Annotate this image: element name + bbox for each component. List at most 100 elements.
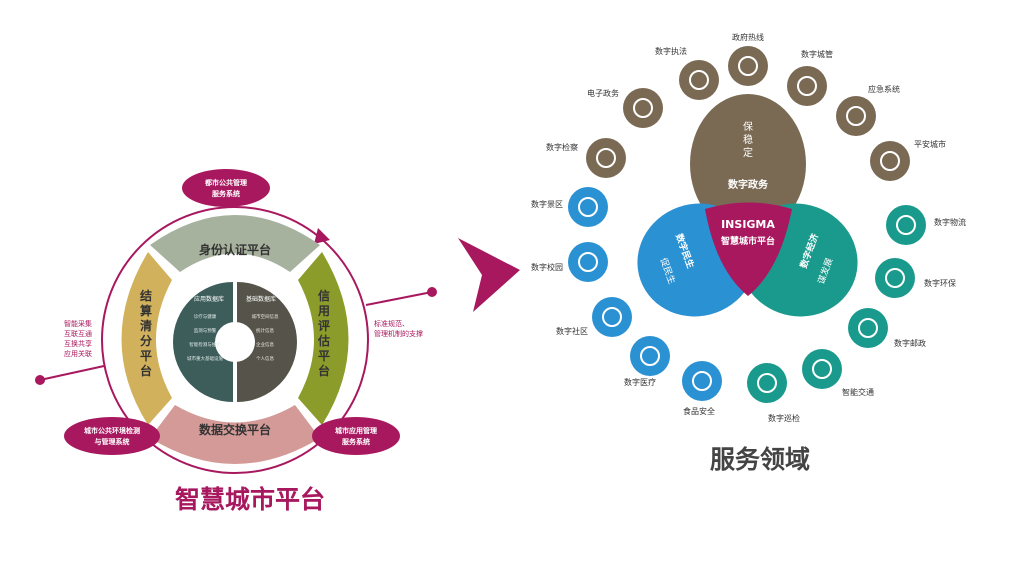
camera-icon-glyph: [757, 373, 777, 393]
truck-icon-glyph: [885, 268, 905, 288]
top-badge: [182, 169, 270, 207]
right-note-line: 标准规范、: [374, 319, 409, 328]
petal-top-char: 稳: [743, 133, 753, 146]
petal-top-vertical-label: 保稳定: [743, 120, 753, 159]
service-label: 数字环保: [924, 278, 956, 288]
segment-right-char: 平: [318, 349, 330, 363]
shield-badge-icon-glyph: [689, 70, 709, 90]
segment-right: [298, 252, 349, 425]
prosecutor-icon: [586, 138, 626, 178]
recycle-icon: [886, 205, 926, 245]
segment-left-char: 清: [140, 318, 152, 333]
segment-left-char: 算: [140, 303, 152, 318]
right-connector-line: [365, 291, 433, 306]
left-note-line: 互联互通: [64, 329, 92, 338]
inner-right-item: 个人信息: [256, 355, 274, 362]
traffic-light-icon: [802, 349, 842, 389]
petal-top-char: 保: [743, 120, 753, 133]
petal-top-label: 数字政务: [728, 178, 769, 191]
service-label: 数字医疗: [624, 377, 656, 387]
service-label: 数字邮政: [894, 338, 926, 348]
prosecutor-icon-glyph: [596, 148, 616, 168]
post-icon-glyph: [858, 318, 878, 338]
inner-left-item: 城市重大基础设施: [187, 355, 223, 362]
inner-right-half: [237, 282, 297, 402]
service-list: 数字执法政府热线数字城管应急系统平安城市电子政务数字检察数字景区数字校园数字社区…: [531, 32, 966, 423]
inner-right-item: 企业信息: [256, 341, 274, 348]
medical-cross-icon: [630, 336, 670, 376]
segment-bottom: [150, 405, 320, 464]
center-overlap: [705, 202, 792, 296]
right-note-line: 管理机制的支撑: [374, 329, 423, 338]
segment-left: [121, 252, 172, 425]
big-arrow-icon: [458, 238, 520, 312]
bottom-right-badge-line1: 城市应用管理: [335, 426, 377, 435]
food-safety-icon-glyph: [692, 371, 712, 391]
segment-top: [150, 215, 320, 272]
inner-left-item: 诊疗与健康: [194, 313, 217, 320]
segment-right-char: 用: [317, 304, 330, 318]
traffic-light-icon-glyph: [812, 359, 832, 379]
segment-top-label: 身份认证平台: [199, 242, 271, 257]
service-diagram: INSIGMA 智慧城市平台 数字政务 保稳定 数字民生 促民生 数字经济 谋发…: [531, 32, 966, 423]
bottom-right-badge: [312, 417, 400, 455]
post-icon: [848, 308, 888, 348]
inner-right-title: 基础数据库: [246, 295, 276, 303]
segment-right-char: 信: [318, 288, 330, 303]
inner-left-half: [173, 282, 233, 402]
camera-icon: [747, 363, 787, 403]
outer-ring: [101, 206, 369, 474]
service-label: 数字检察: [546, 142, 578, 152]
city-shield-icon: [787, 66, 827, 106]
service-label: 政府热线: [732, 32, 764, 42]
service-label: 数字景区: [531, 199, 563, 209]
scenic-icon-glyph: [578, 197, 598, 217]
running-man-icon: [836, 96, 876, 136]
ring-arrow-icon: [314, 228, 330, 244]
inner-right-item: 城市空间信息: [252, 313, 279, 320]
service-label: 平安城市: [914, 139, 946, 149]
inner-left-item: 智能检测与维护: [189, 341, 221, 348]
service-title: 服务领域: [709, 445, 810, 474]
service-label: 应急系统: [868, 84, 900, 94]
service-label: 数字社区: [556, 326, 588, 336]
segment-right-char: 评: [318, 319, 330, 333]
emblem-icon: [623, 88, 663, 128]
inner-left-title: 应用数据库: [194, 295, 224, 303]
bottom-left-badge-line1: 城市公共环境检测: [84, 426, 140, 435]
left-connector-dot: [35, 375, 45, 385]
center-logo: INSIGMA: [721, 218, 775, 231]
emblem-icon-glyph: [633, 98, 653, 118]
service-label: 智能交通: [842, 387, 874, 397]
bottom-left-badge-line2: 与管理系统: [95, 437, 130, 446]
segment-left-char: 平: [140, 349, 152, 363]
bottom-right-badge-line2: 服务系统: [342, 437, 370, 446]
segment-right-char: 估: [317, 333, 330, 348]
petal-top-char: 定: [743, 146, 753, 159]
phone-icon: [728, 46, 768, 86]
segment-left-char: 台: [140, 363, 152, 378]
inner-right-item: 统计信息: [256, 327, 274, 334]
petal-top: [690, 94, 806, 234]
truck-icon: [875, 258, 915, 298]
book-icon: [568, 242, 608, 282]
running-man-icon-glyph: [846, 106, 866, 126]
city-shield-icon-glyph: [797, 76, 817, 96]
top-badge-line2: 服务系统: [212, 189, 240, 198]
service-label: 数字城管: [801, 49, 833, 59]
center-label: 智慧城市平台: [721, 235, 775, 247]
left-connector-line: [39, 365, 105, 381]
food-safety-icon: [682, 361, 722, 401]
inner-left-item: 监测与预警: [194, 327, 217, 334]
scenic-icon: [568, 187, 608, 227]
recycle-icon-glyph: [896, 215, 916, 235]
left-note-line: 互换共享: [64, 339, 92, 348]
left-note-line: 智能采集: [64, 319, 92, 328]
service-label: 电子政务: [587, 88, 619, 98]
